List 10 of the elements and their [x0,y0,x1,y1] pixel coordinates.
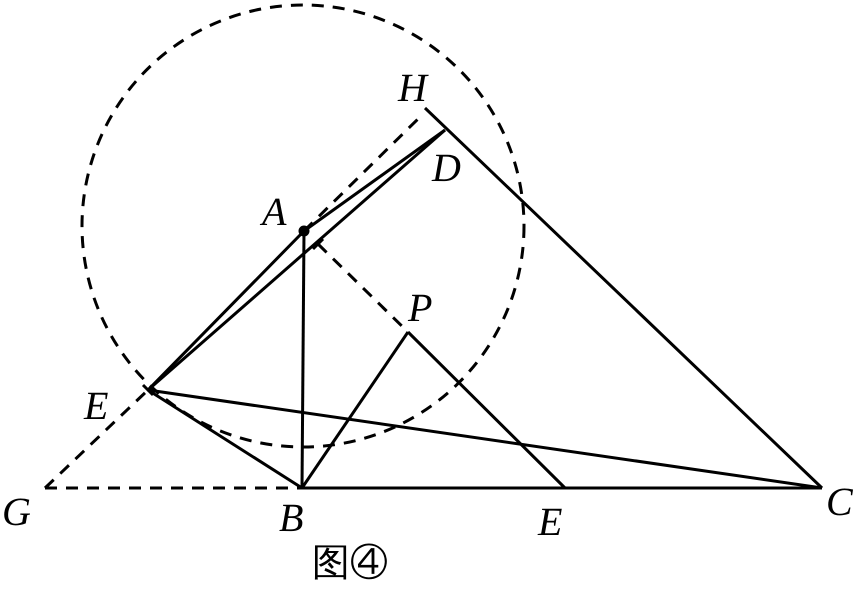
point-label: E [84,386,108,426]
point-label: B [279,498,304,538]
figure-caption: 图④ [312,544,388,582]
point-label: A [262,192,286,232]
point-label: G [2,492,31,532]
point-label: E [538,502,562,542]
point-label: P [408,288,432,328]
point-label: C [826,482,853,522]
point-label: D [432,148,461,188]
point-label: H [398,68,427,108]
